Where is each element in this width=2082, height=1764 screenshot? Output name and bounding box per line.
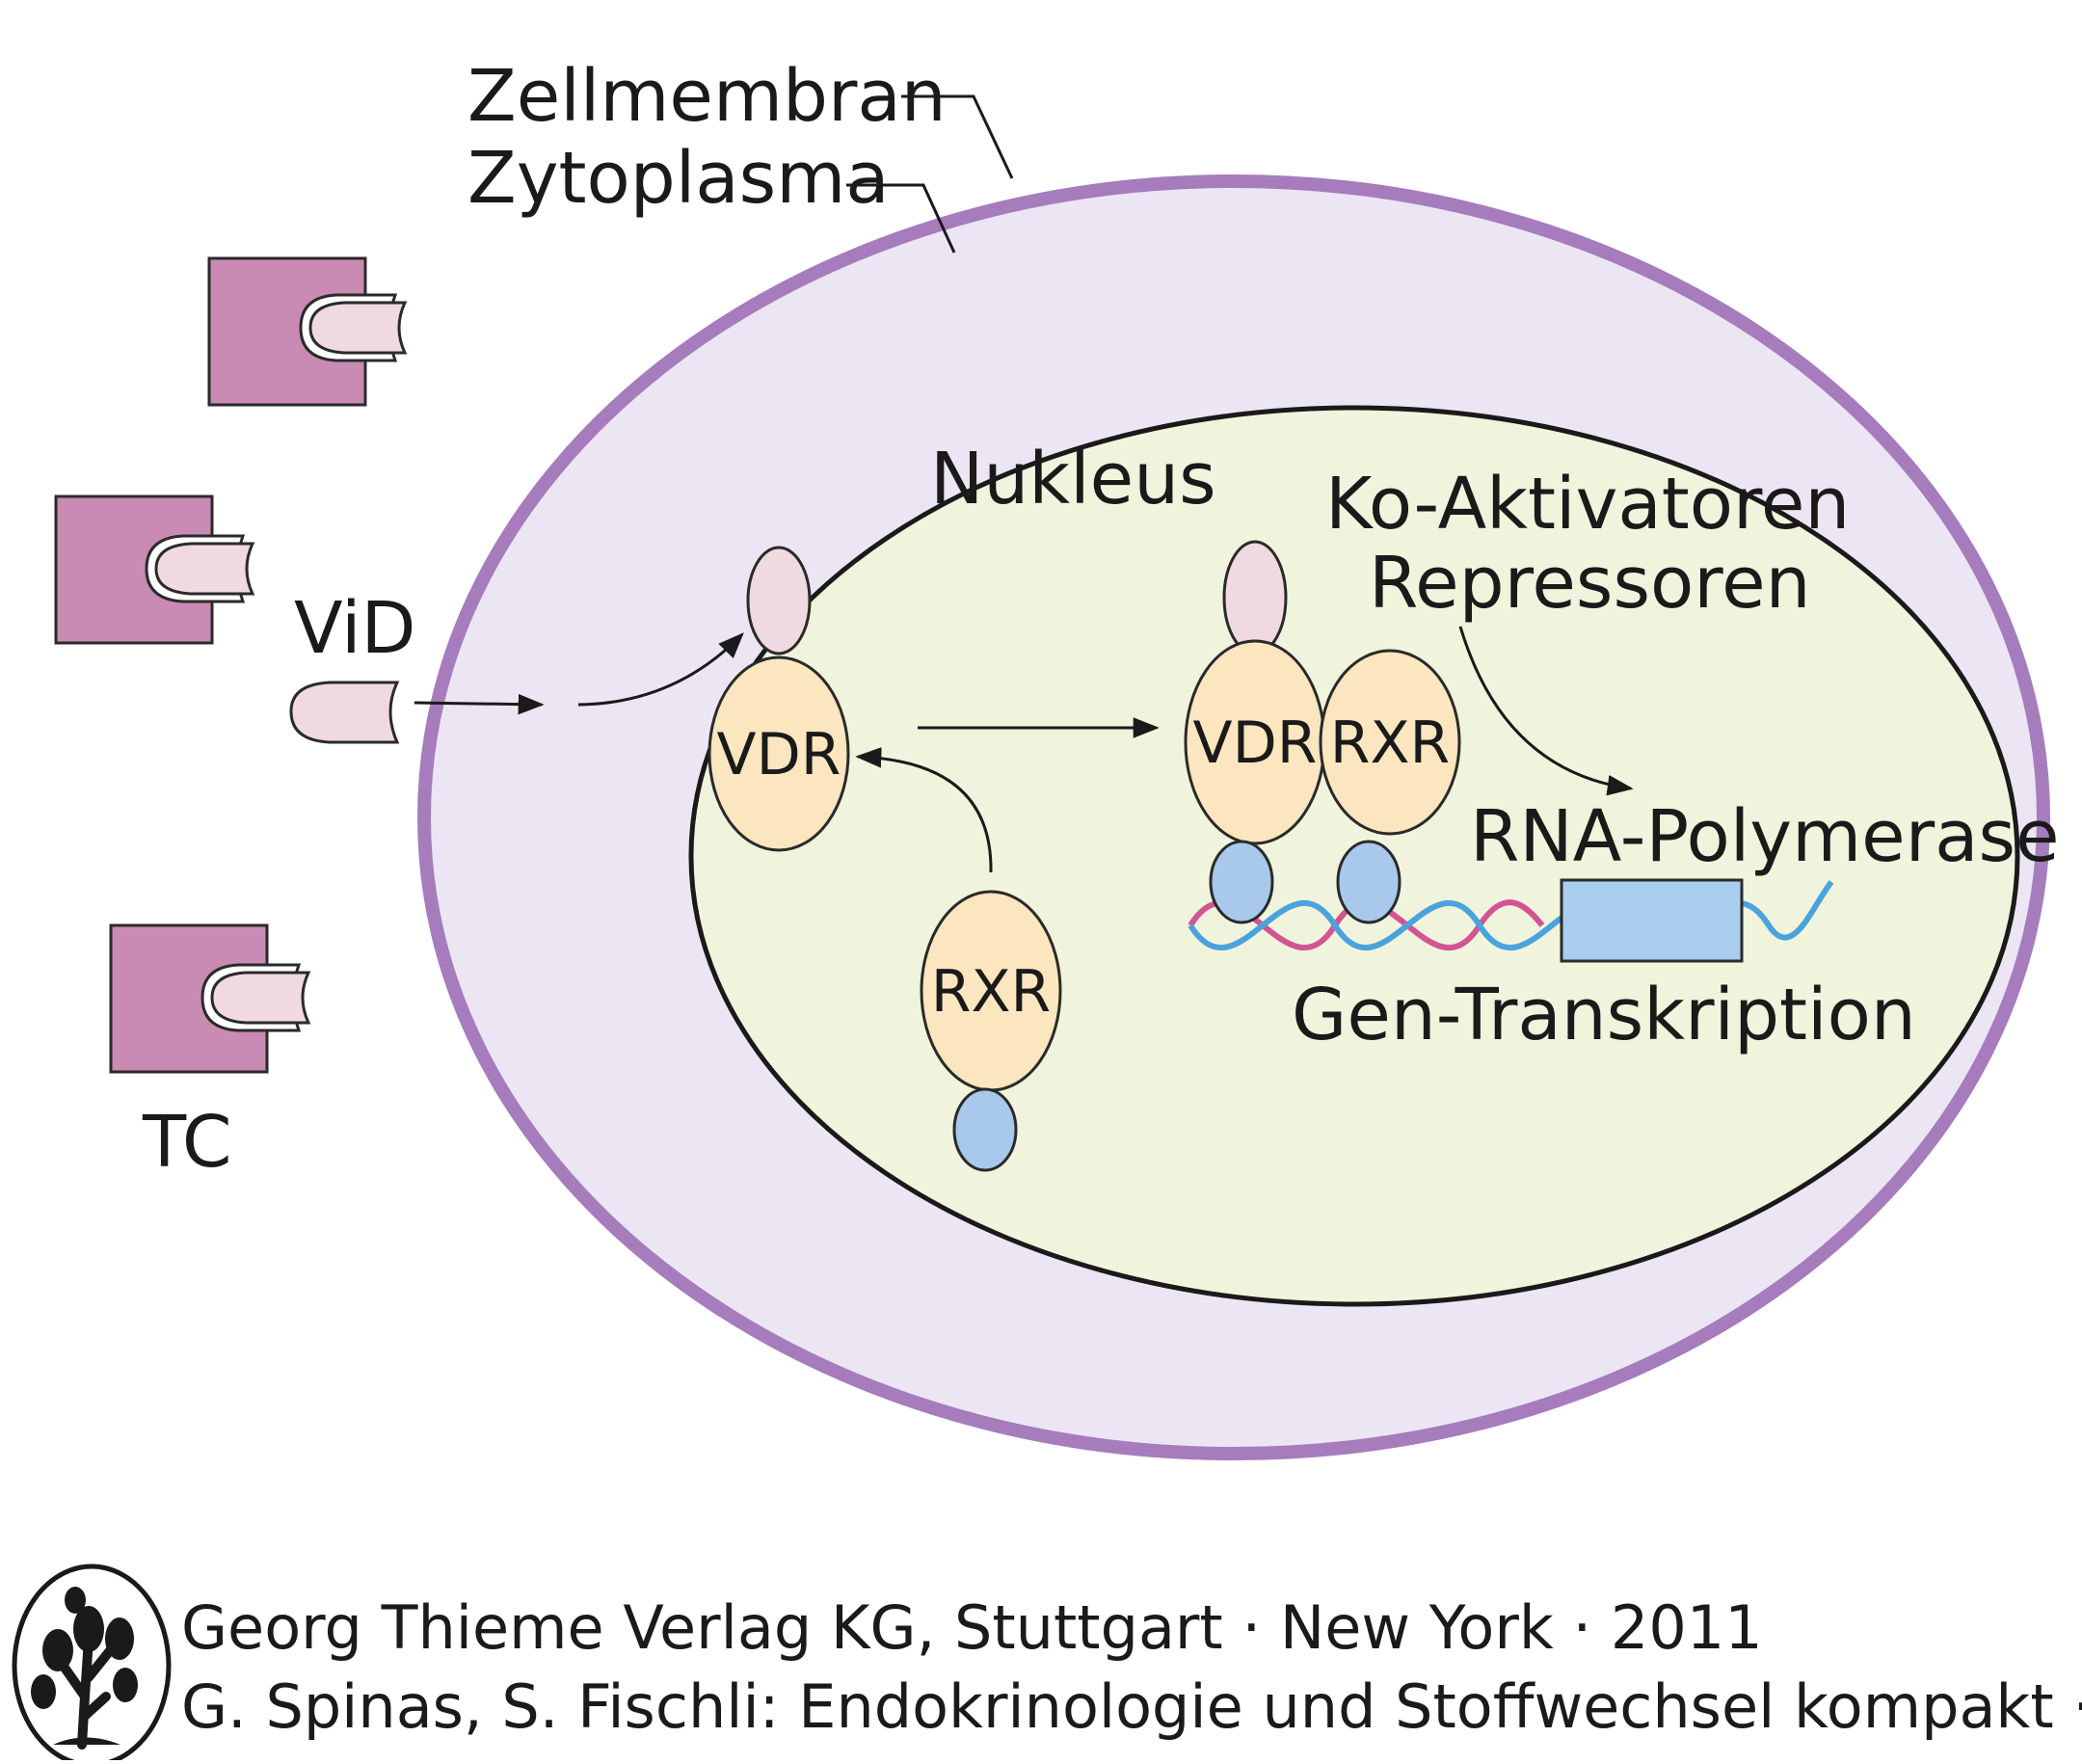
- transport-complex-2: [54, 494, 255, 645]
- cytoplasm-label: Zytoplasma: [467, 137, 890, 220]
- gene-transcription-label: Gen-Transkription: [1292, 974, 1916, 1056]
- publisher-credit: Georg Thieme Verlag KG, Stuttgart · New …: [181, 1592, 1763, 1663]
- rna-polymerase: [1560, 878, 1744, 963]
- ligand-to-vdr-arrow: [577, 632, 744, 707]
- vdr-receptor-free: VDR: [707, 546, 850, 852]
- book-credit: G. Spinas, S. Fischli: Endokrinologie un…: [181, 1671, 2082, 1742]
- vdr-bound-label: VDR: [1193, 709, 1318, 777]
- vdr-free-label: VDR: [717, 721, 841, 788]
- membrane-leader-line: [901, 94, 1014, 179]
- dna-strand-b: [1188, 880, 1834, 951]
- ligand-entry-arrow: [414, 693, 545, 715]
- cell-membrane-label: Zellmembran: [467, 55, 947, 138]
- coactivators-label: Ko-Aktivatoren: [1325, 463, 1850, 546]
- transport-complex-3: [109, 923, 311, 1074]
- nucleus-label: Nukleus: [930, 438, 1216, 521]
- vitamin-d-ligand: [289, 681, 400, 744]
- vid-label: ViD: [294, 587, 416, 670]
- rxr-bound-label: RXR: [1330, 709, 1450, 777]
- rxr-free-label: RXR: [931, 958, 1051, 1026]
- repressors-label: Repressoren: [1369, 542, 1811, 625]
- rna-polymerase-label: RNA-Polymerase: [1470, 795, 2060, 878]
- coactivator-arrow: [1458, 626, 1634, 796]
- transport-complex-1: [207, 256, 408, 407]
- cytoplasm-leader-line: [846, 183, 956, 254]
- rxr-to-vdr-arrow: [855, 747, 993, 873]
- rxr-receptor-free: RXR: [920, 890, 1062, 1172]
- tree-logo-icon: [12, 1564, 172, 1764]
- vdr-rxr-complex: VDR RXR: [1184, 540, 1461, 924]
- tc-label: TC: [142, 1101, 232, 1184]
